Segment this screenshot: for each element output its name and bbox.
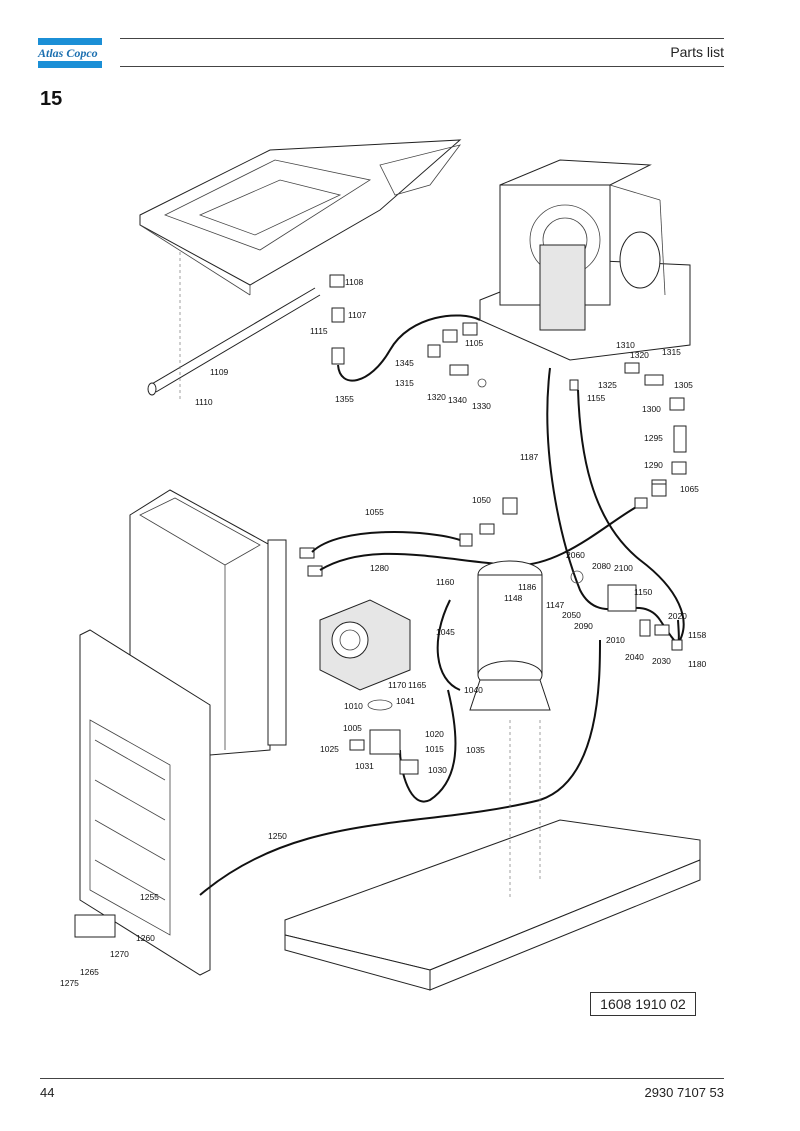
page-number: 44 [40,1085,55,1100]
condensing-unit [479,159,691,361]
callout-label: 1320 [630,350,649,360]
callout-label: 1030 [428,765,447,775]
callout-label: 1315 [395,378,414,388]
callout-label: 1035 [466,745,485,755]
callout-label: 1320 [427,392,446,402]
callout-label: 1270 [110,949,129,959]
callout-label: 1345 [395,358,414,368]
callout-label: 2030 [652,656,671,666]
base-frame [284,720,701,991]
footer-rule [40,1078,724,1079]
callout-label: 1105 [465,338,484,348]
fittings-cluster-top [329,274,487,388]
callout-label: 1115 [310,326,328,336]
header-rule-top [120,38,724,39]
callout-label: 1010 [344,701,363,711]
callout-label: 2020 [668,611,687,621]
hose-1187-b [577,389,685,641]
callout-label: 2080 [592,561,611,571]
compressor-element [319,599,411,691]
callout-label: 1147 [546,600,565,610]
oil-separator-tank [469,560,551,711]
callout-label: 1109 [210,367,229,377]
callout-label: 1031 [355,761,374,771]
section-title: Parts list [670,44,724,60]
callout-label: 1250 [268,831,287,841]
hose-1187 [546,367,680,644]
callout-label: 2090 [574,621,593,631]
callout-label: 1148 [504,593,523,603]
callout-label: 1355 [335,394,354,404]
callout-label: 1055 [365,507,384,517]
hose-1160 [436,599,461,691]
callout-labels: 1108 1107 1115 1105 1109 1110 1355 1345 … [60,277,707,988]
callout-label: 1275 [60,978,79,988]
callout-label: 1040 [464,685,483,695]
callout-label: 1255 [140,892,159,902]
callout-label: 1045 [436,627,455,637]
callout-label: 1290 [644,460,663,470]
front-door-panel [74,629,211,976]
callout-label: 2010 [606,635,625,645]
callout-label: 1170 [388,680,407,690]
logo-text: Atlas Copco [38,46,98,60]
callout-label: 1180 [688,659,707,669]
callout-label: 2040 [625,652,644,662]
hose-1250 [199,639,601,896]
callout-label: 1150 [634,587,653,597]
callout-label: 1110 [195,397,213,407]
callout-label: 1155 [587,393,606,403]
parts-cluster-2000 [570,570,683,651]
callout-label: 1015 [425,744,444,754]
callout-label: 1330 [472,401,491,411]
valve-cluster [349,699,419,775]
callout-label: 2100 [614,563,633,573]
callout-label: 1265 [80,967,99,977]
callout-label: 1340 [448,395,467,405]
figure-number: 15 [40,88,63,110]
pipe-1109 [147,252,321,402]
callout-label: 1165 [408,680,427,690]
header-rule-bottom [120,66,724,67]
callout-label: 1107 [348,310,367,320]
callout-label: 1025 [320,744,339,754]
callout-label: 1186 [518,582,537,592]
callout-label: 2050 [562,610,581,620]
exploded-parts-drawing: 1108 1107 1115 1105 1109 1110 1355 1345 … [60,139,707,991]
callout-label: 1041 [396,696,415,706]
callout-label: 1295 [644,433,663,443]
document-number: 2930 7107 53 [644,1085,724,1100]
logo-bar-bottom [38,61,102,68]
callout-label: 1020 [425,729,444,739]
callout-label: 1260 [136,933,155,943]
callout-label: 1305 [674,380,693,390]
callout-label: 1325 [598,380,617,390]
callout-label: 1310 [616,340,635,350]
callout-label: 1108 [345,277,364,287]
callout-label: 1050 [472,495,491,505]
callout-label: 1315 [662,347,681,357]
callout-label: 1280 [370,563,389,573]
callout-label: 1065 [680,484,699,494]
logo-bar-top [38,38,102,45]
callout-label: 1005 [343,723,362,733]
callout-label: 1160 [436,577,455,587]
atlas-copco-logo: Atlas Copco [38,38,102,68]
drawing-reference: 1608 1910 02 [590,992,696,1016]
roof-grille-panel [139,139,462,296]
callout-label: 1300 [642,404,661,414]
callout-label: 2060 [566,550,585,560]
callout-label: 1187 [520,452,539,462]
callout-label: 1158 [688,630,707,640]
